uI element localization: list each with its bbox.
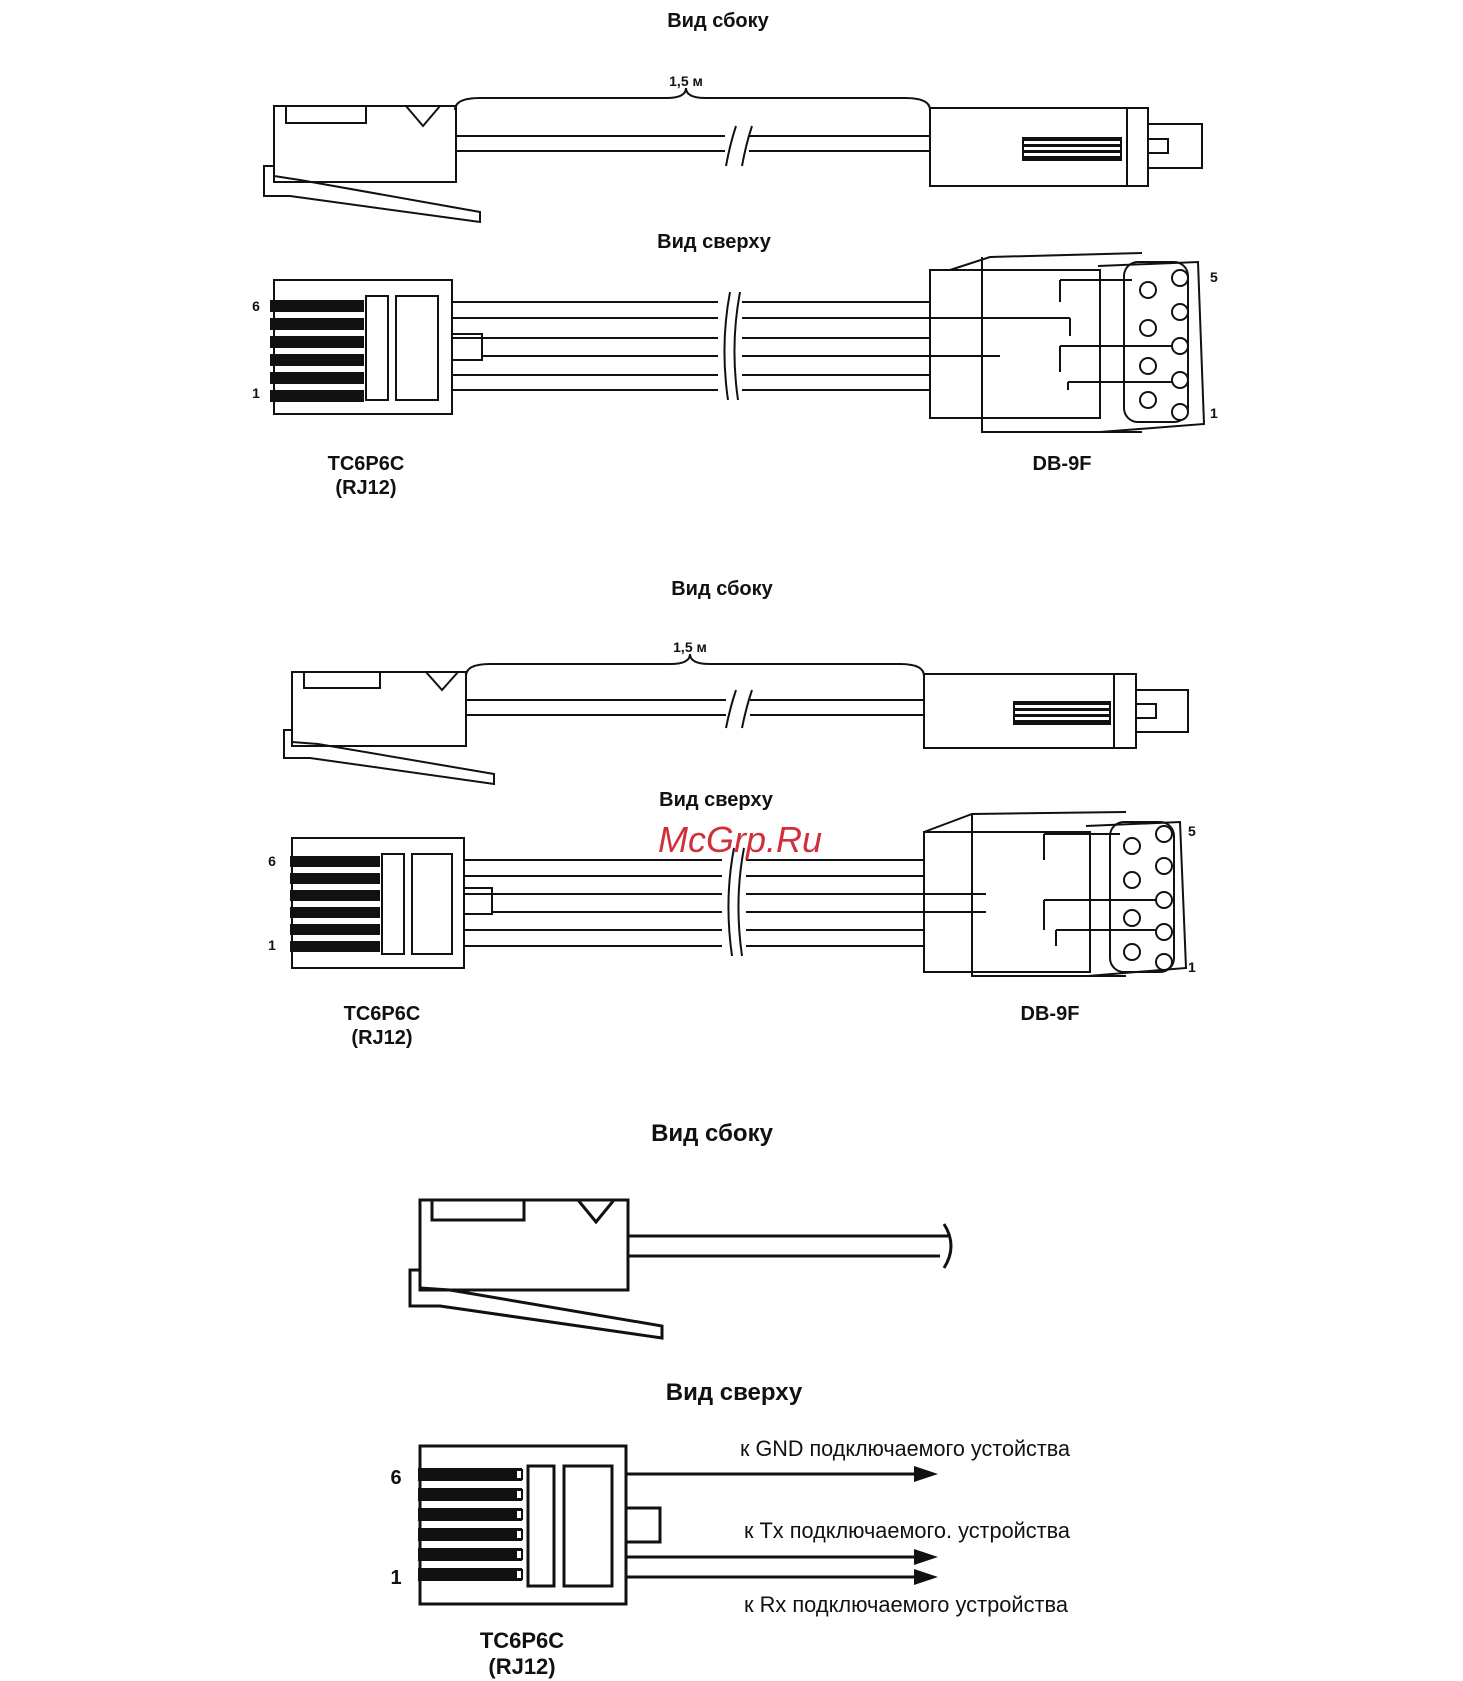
cable-length-label: 1,5 м: [669, 73, 703, 89]
tx-label: к Tx подключаемого. устройства: [744, 1518, 1071, 1543]
rj-model-label: TC6P6C: [480, 1628, 564, 1653]
rj-pin-6-label: 6: [268, 853, 276, 869]
rj12-side-view: [284, 672, 494, 784]
length-brace: [466, 654, 924, 676]
db-pin-5-label: 5: [1188, 823, 1196, 839]
diagram-3: Вид сбоку Вид сверху: [390, 1120, 1070, 1679]
rj-pin-6-label: 6: [252, 298, 260, 314]
db-pin-5-label: 5: [1210, 269, 1218, 285]
db9-side-view: [924, 674, 1188, 748]
side-view-title: Вид сбоку: [667, 10, 769, 32]
top-view-title: Вид сверху: [666, 1379, 803, 1406]
db-pin-1-label: 1: [1188, 959, 1196, 975]
gnd-label: к GND подключаемого устойства: [740, 1436, 1071, 1461]
top-view-title: Вид сверху: [657, 231, 772, 253]
db9-side-ribs: [1014, 702, 1110, 724]
diagram-1: Вид сбоку 1,5 м: [252, 10, 1218, 499]
rj-model-label: TC6P6C: [344, 1003, 421, 1025]
top-view-title: Вид сверху: [659, 789, 774, 811]
rj-type-label: (RJ12): [335, 477, 396, 499]
rj-pin-6-label: 6: [390, 1467, 401, 1489]
rj12-side-view: [264, 106, 480, 222]
rj-type-label: (RJ12): [351, 1027, 412, 1049]
rj-pin-1-label: 1: [390, 1567, 401, 1589]
rj12-top-view: 6 1: [252, 280, 482, 414]
db-model-label: DB-9F: [1021, 1003, 1080, 1025]
length-brace: [455, 88, 930, 110]
rj12-top-view: 6 1: [390, 1446, 660, 1604]
arrow-icon: [914, 1549, 938, 1565]
cable-side: [456, 126, 930, 166]
cable-side: [466, 690, 924, 728]
rx-label: к Rx подключаемого устройства: [744, 1592, 1069, 1617]
rj-pin-1-label: 1: [268, 937, 276, 953]
diagram-2: Вид сбоку 1,5 м: [268, 578, 1196, 1049]
watermark: McGrp.Ru: [658, 819, 822, 860]
rj-model-label: TC6P6C: [328, 453, 405, 475]
db9-side-ribs: [1023, 138, 1121, 160]
wires-top: [464, 848, 986, 956]
rj-pin-1-label: 1: [252, 385, 260, 401]
rj12-contacts: [270, 300, 364, 402]
arrow-icon: [914, 1569, 938, 1585]
rj12-top-view: 6 1: [268, 838, 492, 968]
cable-side: [628, 1224, 951, 1268]
arrow-icon: [914, 1466, 938, 1482]
rj12-contacts: [418, 1468, 522, 1581]
rj12-contacts: [290, 856, 380, 952]
cable-length-label: 1,5 м: [673, 639, 707, 655]
db-pin-1-label: 1: [1210, 405, 1218, 421]
side-view-title: Вид сбоку: [671, 578, 773, 600]
side-view-title: Вид сбоку: [651, 1120, 774, 1147]
rj-type-label: (RJ12): [488, 1654, 555, 1679]
wires-top: [452, 292, 1070, 400]
db-model-label: DB-9F: [1033, 453, 1092, 475]
rj12-side-view: [410, 1200, 662, 1338]
db9-top-view: 5 1: [930, 253, 1218, 432]
db9-side-view: [930, 108, 1202, 186]
